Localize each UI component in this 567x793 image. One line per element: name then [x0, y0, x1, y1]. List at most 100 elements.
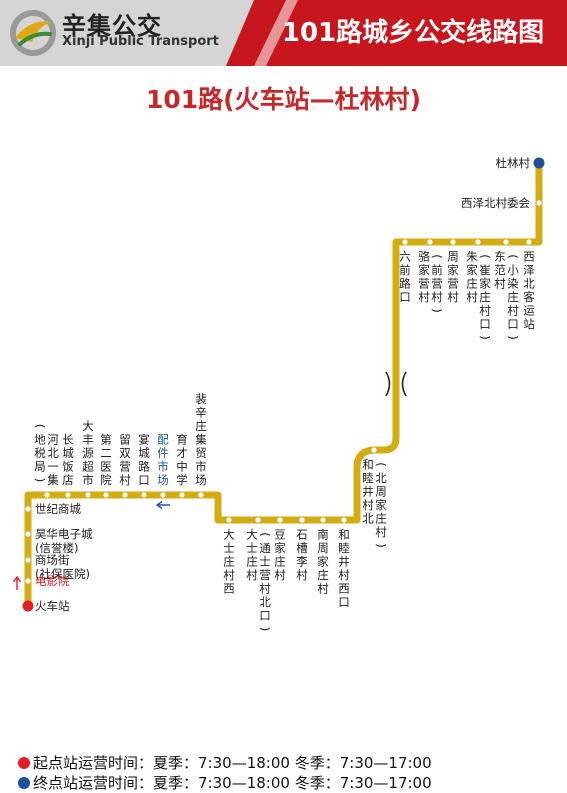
stop-label: 庄 [223, 555, 235, 569]
stop-marker [179, 492, 185, 498]
stop-label: 村 [119, 473, 131, 487]
stop-label: 西泽北村委会 [461, 196, 530, 210]
stop-label: 裴 [195, 392, 207, 406]
stop-label: 饭 [62, 460, 74, 474]
logo-icon [10, 10, 56, 56]
stop-label: 口 [399, 290, 411, 304]
stop-sublabel: ( [506, 254, 520, 259]
stop-label: 睦 [338, 541, 350, 555]
stop-label: 商场街 [35, 553, 70, 567]
stop-label: 北 [362, 512, 374, 526]
stop-label: 超 [82, 460, 94, 474]
stop-label: 和 [338, 528, 350, 542]
stop-label: 双 [119, 446, 131, 460]
stop-sublabel: (信誉楼) [35, 541, 78, 555]
stop-sublabel: 前 [431, 263, 443, 277]
header-title: 101路城乡公交线路图 [281, 18, 545, 48]
stop-label: 杜林村 [496, 156, 531, 170]
stop-marker [320, 517, 326, 523]
stop-label: 河 [47, 433, 59, 447]
stop-label: 东 [494, 250, 506, 264]
start-dot-icon [18, 757, 30, 769]
end-hours-label: 终点站运营时间： [33, 774, 154, 792]
stop-sublabel: ( [430, 254, 444, 259]
stop-label: 石 [296, 528, 308, 542]
stop-marker [341, 517, 347, 523]
stop-label: 家 [317, 555, 329, 569]
route-map: 火车站电影院商场街(社保医院)昊华电子城(信誉楼)世纪商城河北一集(地税局)长城… [12, 156, 545, 632]
start-hours-summer: 夏季：7:30—18:00 [153, 754, 290, 772]
stop-label: 范 [494, 263, 506, 277]
stop-marker [371, 447, 377, 453]
stop-label: 营 [119, 460, 131, 474]
end-dot-icon [18, 777, 30, 789]
route-break-mark [401, 371, 407, 397]
stop-label: 第 [100, 433, 112, 447]
header-red-band [226, 0, 567, 66]
stop-label: 场 [157, 473, 169, 487]
stop-label: 昊华电子城 [35, 527, 93, 541]
stop-label: 才 [176, 446, 188, 460]
logo-chinese-text: 辛集公交 [62, 12, 162, 40]
stop-label: 路 [138, 460, 150, 474]
stop-label: 南 [317, 528, 329, 542]
stop-sublabel: ( [258, 532, 272, 537]
start-hours-label: 起点站运营时间： [33, 754, 154, 772]
stop-label: 朱 [466, 250, 478, 264]
route-break-mark [385, 371, 391, 397]
stop-sublabel: 染 [507, 277, 519, 291]
stop-marker [122, 492, 128, 498]
stop-label: 院 [100, 473, 112, 487]
stop-label: 火车站 [35, 599, 70, 613]
stop-label: 件 [157, 446, 169, 460]
stop-label: 村 [338, 568, 350, 582]
stop-label: 前 [399, 263, 411, 277]
stop-label: 二 [100, 446, 112, 460]
stop-label: 西 [338, 582, 350, 596]
stop-label: 庄 [317, 568, 329, 582]
stop-label: 睦 [362, 471, 374, 485]
stop-sublabel: 家 [375, 498, 387, 512]
stop-label: 庄 [274, 555, 286, 569]
stop-sublabel: 局 [34, 460, 46, 474]
stop-sublabel: ( [478, 254, 492, 259]
stop-label: 客 [523, 290, 535, 304]
stop-label: 医 [100, 460, 112, 474]
stop-label: 大 [82, 419, 94, 433]
stop-label: 长 [62, 433, 74, 447]
stop-label: 中 [176, 460, 188, 474]
stop-label: 辛 [195, 406, 207, 420]
stop-marker [450, 239, 456, 245]
end-hours-row: 终点站运营时间：夏季：7:30—18:00 冬季：7:30—17:00 [18, 772, 432, 793]
stop-label: 集 [47, 473, 59, 487]
stop-sublabel: ) [258, 627, 272, 632]
stop-sublabel: 北 [375, 471, 387, 485]
stop-marker [255, 517, 261, 523]
stop-sublabel: 小 [507, 263, 519, 277]
stop-label: 村 [418, 290, 430, 304]
stop-label: 口 [138, 473, 150, 487]
header-background [0, 0, 567, 66]
stop-label: 村 [317, 582, 329, 596]
stop-label: 育 [176, 433, 188, 447]
stop-sublabel: 村 [507, 304, 519, 318]
stop-marker [198, 492, 204, 498]
stop-label: 源 [82, 446, 94, 460]
stop-label: 周 [447, 250, 459, 264]
direction-arrow-icon [12, 575, 22, 590]
stop-label: 骆 [418, 250, 430, 264]
stop-label: 庄 [195, 419, 207, 433]
stop-sublabel: ( [33, 424, 47, 429]
stop-label: 大 [246, 528, 258, 542]
stop-sublabel: 士 [259, 555, 271, 569]
header: 辛集公交 Xinji Public Transport 101路城乡公交线路图 [0, 0, 567, 66]
stop-label: 集 [195, 433, 207, 447]
stop-label: 路 [399, 277, 411, 291]
stop-sublabel: 税 [34, 446, 46, 460]
stop-sublabel: ( [374, 462, 388, 467]
stop-marker [44, 492, 50, 498]
stop-sublabel: (社保医院) [35, 567, 90, 581]
header-divider-stripe [254, 0, 298, 66]
stop-marker [427, 239, 433, 245]
stop-marker [299, 517, 305, 523]
